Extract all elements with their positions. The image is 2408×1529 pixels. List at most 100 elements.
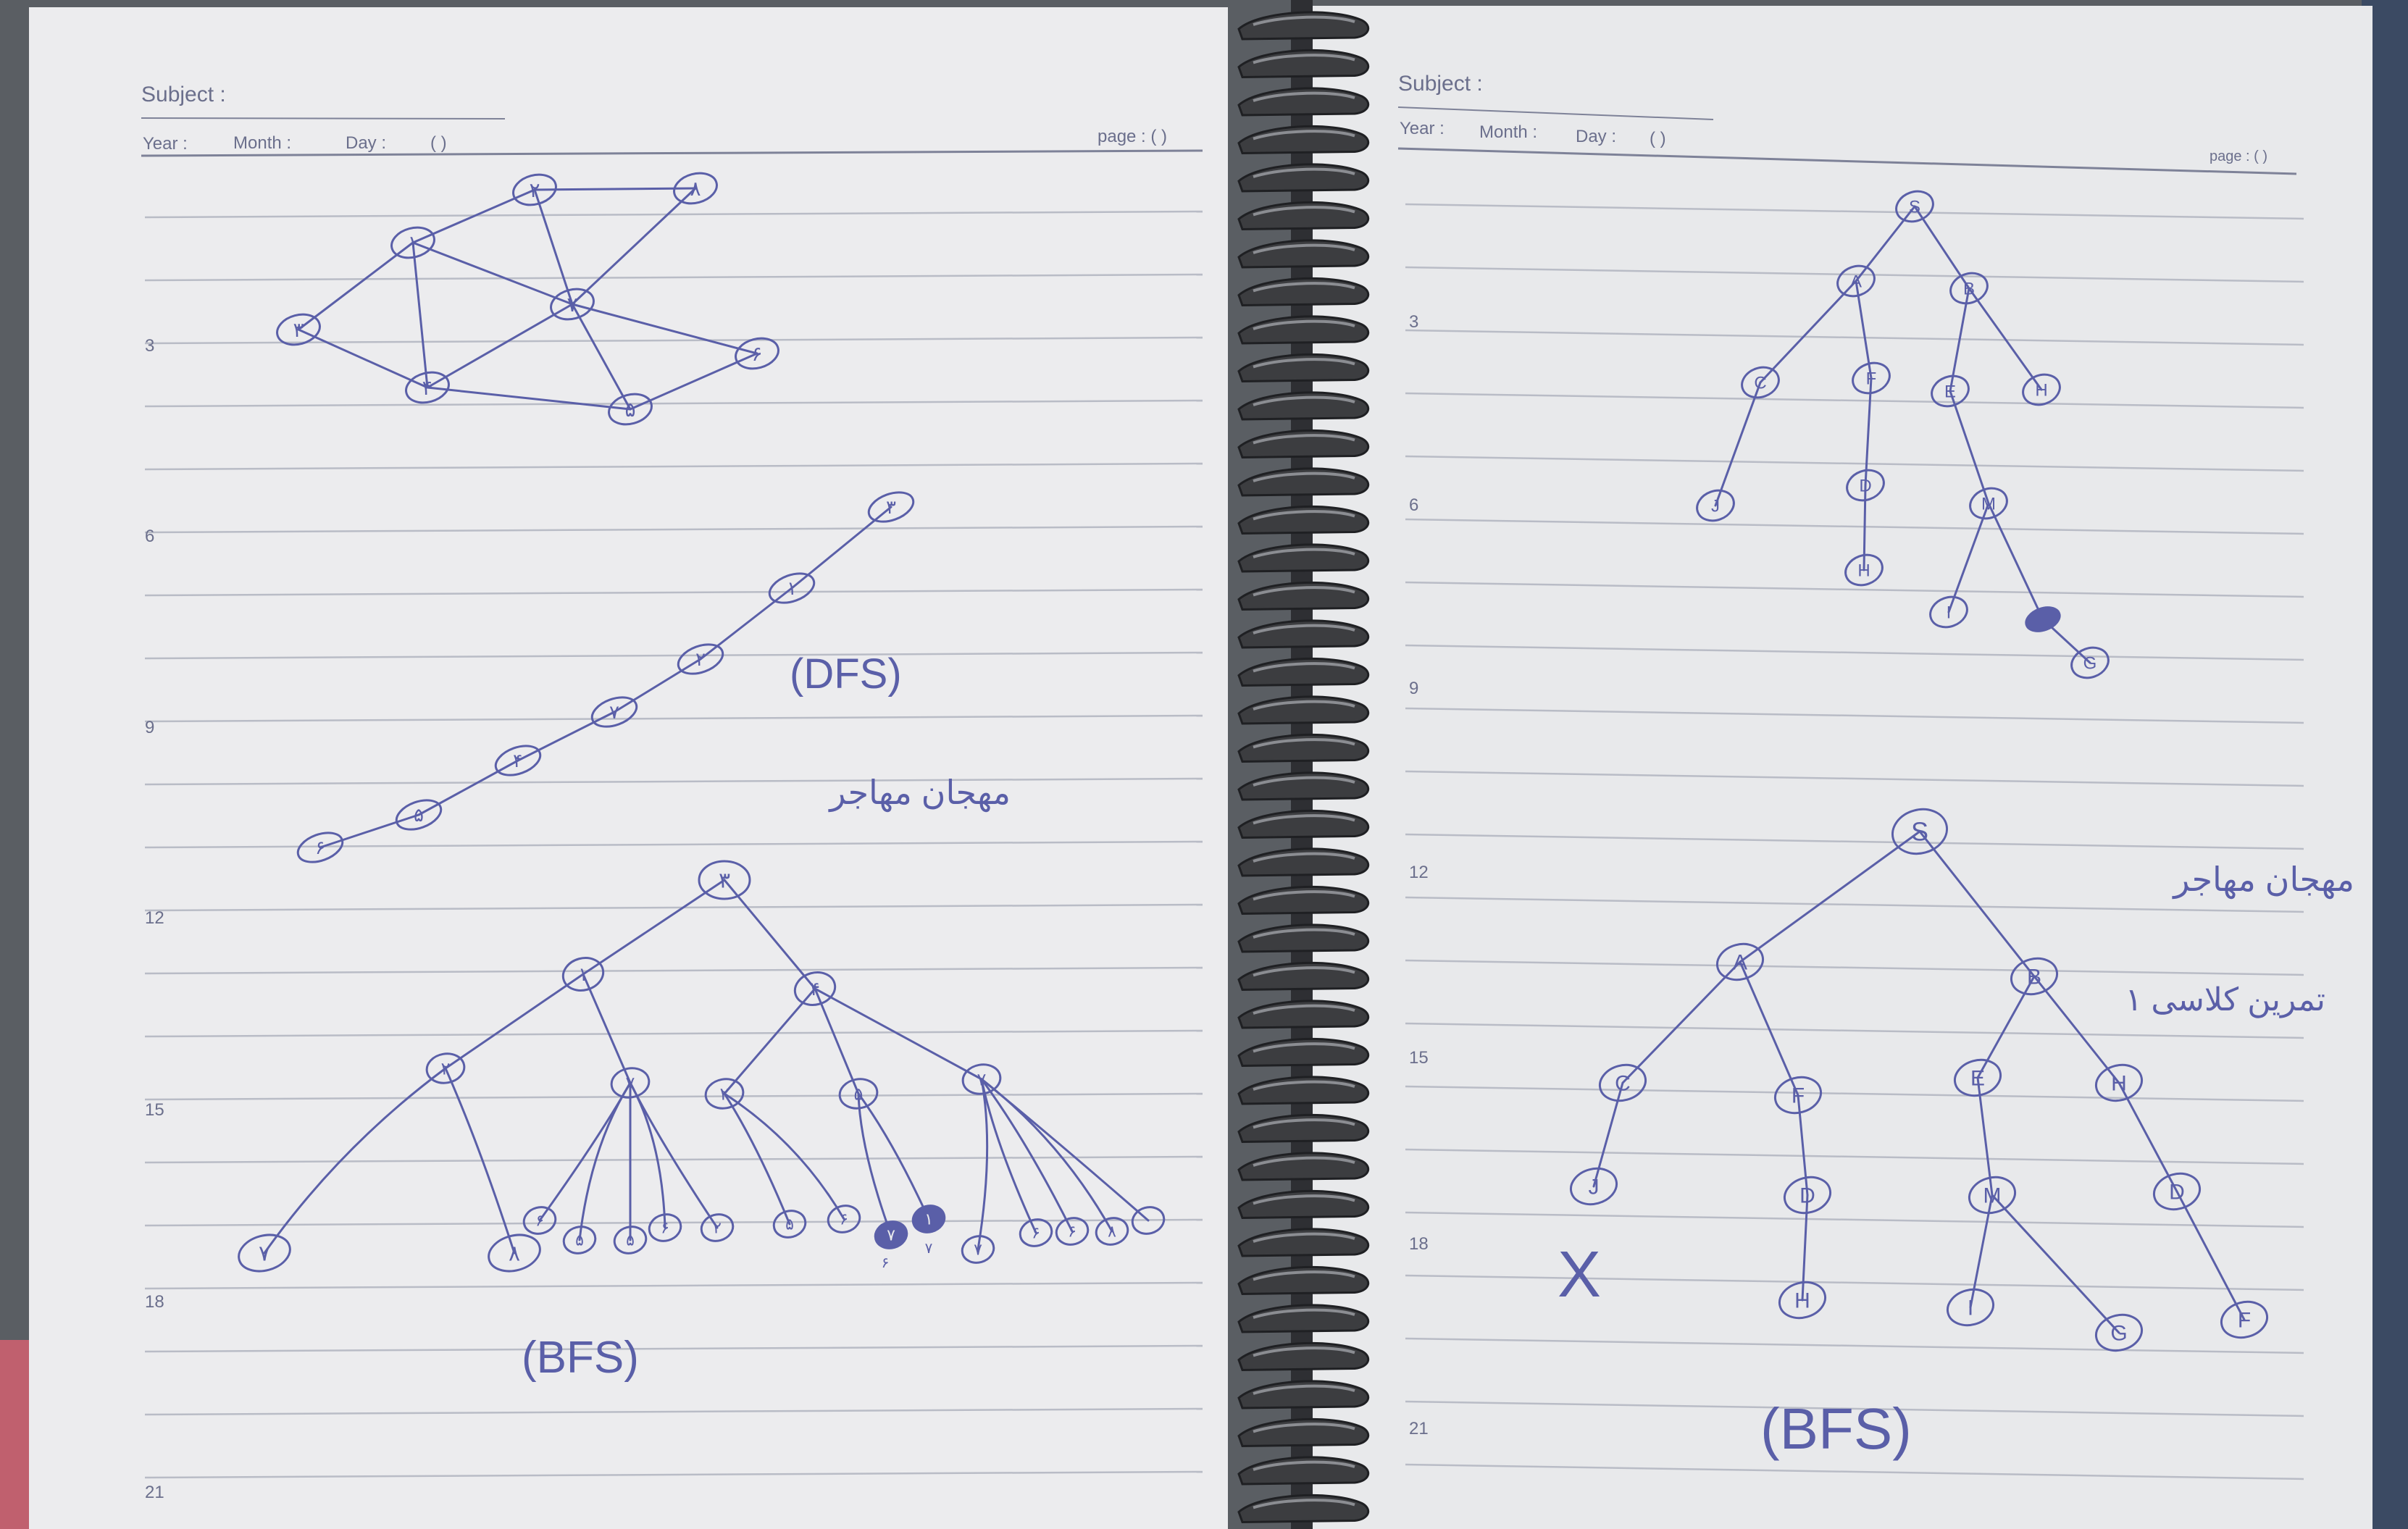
line-number: 15 <box>145 1100 164 1120</box>
node-circle <box>1946 1288 1995 1327</box>
node-label: ۳ <box>886 496 896 518</box>
node-label: ۶ <box>535 1212 544 1230</box>
spiral-highlight <box>1253 395 1355 406</box>
node-circle <box>1968 1176 2017 1215</box>
node-label: ۲ <box>695 648 706 670</box>
edge <box>629 1081 719 1229</box>
node-circle <box>608 393 653 426</box>
edge <box>297 241 414 331</box>
bottom-tree-node: S <box>1891 808 1949 855</box>
node-label: ۷ <box>626 1073 635 1093</box>
node-circle <box>512 173 557 206</box>
spiral-highlight <box>1253 319 1355 330</box>
node-circle <box>2010 957 2059 996</box>
signature-left: مهجان مهاجر <box>828 774 1011 813</box>
rule-line <box>144 1407 1203 1416</box>
node-circle <box>296 831 344 863</box>
spiral-highlight <box>1253 1042 1355 1053</box>
edge <box>444 973 585 1070</box>
node-circle <box>1598 1063 1647 1102</box>
right-page <box>1293 6 2373 1529</box>
spiral-highlight <box>1253 54 1355 64</box>
top-tree-node: I <box>1929 595 1968 629</box>
node-circle <box>961 1235 995 1264</box>
node-circle <box>1844 553 1884 587</box>
node-circle <box>2094 1063 2144 1102</box>
node-label: ۳ <box>293 319 304 341</box>
bfs-leaf-node: ۶ <box>1055 1217 1090 1246</box>
node-circle <box>238 1233 291 1273</box>
node-circle <box>561 957 605 992</box>
spiral-highlight <box>1253 1270 1355 1281</box>
dfs-node: ۶ <box>296 831 344 863</box>
line-number: 3 <box>145 336 154 356</box>
month-label: Month : <box>1479 122 1537 142</box>
node-circle <box>911 1205 946 1233</box>
spiral-highlight <box>1253 282 1355 293</box>
node-circle <box>276 313 321 346</box>
bottom-tree-node: D <box>2152 1172 2202 1211</box>
dfs-node: ۷ <box>590 696 638 728</box>
edge <box>426 386 632 411</box>
node-label: ۷ <box>887 1226 895 1244</box>
node-circle <box>700 1213 735 1242</box>
rule-line <box>1405 833 2304 850</box>
spiral-highlight <box>1253 91 1355 102</box>
node-label: ۶ <box>840 1210 848 1228</box>
spiral-highlight <box>1253 1194 1355 1205</box>
node-label: ۷ <box>974 1241 982 1259</box>
rule-line <box>144 1470 1203 1479</box>
rule-line <box>144 462 1203 471</box>
node-circle <box>405 371 450 404</box>
graph-node-g3: ۳ <box>276 313 321 346</box>
edge <box>1855 280 1873 380</box>
node-circle <box>395 799 443 831</box>
spiral-highlight <box>1253 1499 1355 1509</box>
node-label: I <box>1968 1296 1973 1320</box>
spiral-highlight <box>1253 1080 1355 1091</box>
node-circle <box>793 971 837 1006</box>
left-page <box>29 7 1228 1529</box>
node-label: H <box>2111 1072 2127 1096</box>
bfs-level2-node: ۲ <box>704 1078 745 1110</box>
bottom-tree-node: H <box>1778 1281 1827 1320</box>
rule-line <box>144 1092 1203 1101</box>
edge <box>977 1078 989 1251</box>
spiral-highlight <box>1253 130 1355 141</box>
node-label: M <box>1981 494 1996 514</box>
node-label: F <box>1866 369 1877 388</box>
node-circle <box>1741 366 1780 399</box>
day-label: Day : <box>346 133 386 153</box>
spiral-highlight <box>1253 1308 1355 1319</box>
graph-node-g8: ۸ <box>673 172 718 205</box>
bottom-tree-node: B <box>2010 957 2059 996</box>
line-number: 9 <box>145 718 154 737</box>
edge <box>411 241 429 389</box>
line-number: 18 <box>145 1292 164 1312</box>
header-rule <box>1397 147 2297 175</box>
dfs-node: ۵ <box>395 799 443 831</box>
spiral-highlight <box>1253 358 1355 369</box>
node-circle <box>2022 373 2061 406</box>
node-label: ۲ <box>529 179 540 201</box>
rule-line <box>1405 1400 2304 1417</box>
node-circle <box>613 1226 648 1254</box>
day-label: Day : <box>1576 127 1616 146</box>
edge <box>2033 975 2120 1084</box>
node-label: H <box>2035 380 2047 400</box>
graph-node-g4: ۴ <box>405 371 450 404</box>
spiral-highlight <box>1253 1423 1355 1433</box>
bottom-tree-node: H <box>2094 1063 2144 1102</box>
node-circle <box>1949 272 1989 305</box>
line-number: 6 <box>1409 495 1418 515</box>
node-circle <box>1895 190 1934 223</box>
bfs-leaf-node: ۶ <box>648 1213 682 1242</box>
top-tree-node: M <box>1969 487 2008 520</box>
rule-line <box>1405 1085 2304 1102</box>
node-circle <box>2152 1172 2202 1211</box>
node-circle <box>2070 646 2110 679</box>
edge <box>629 352 758 411</box>
node-circle <box>838 1078 879 1110</box>
